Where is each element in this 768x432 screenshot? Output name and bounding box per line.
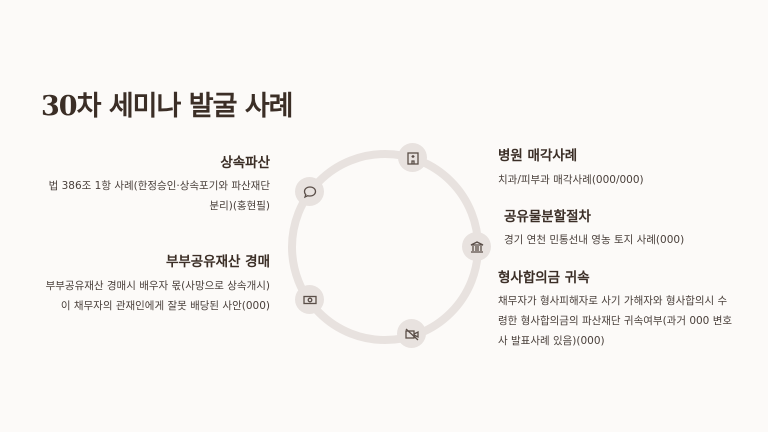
item-heading-settlement-money: 형사합의금 귀속 [498, 270, 590, 286]
item-body-settlement-money: 채무자가 형사피해자로 사기 가해자와 형사합의시 수령한 형사합의금의 파산재… [498, 295, 733, 347]
page-title: 30차 세미나 발굴 사례 [41, 91, 293, 122]
item-body-marital-property: 부부공유재산 경매시 배우자 몫(사망으로 상속개시)이 채무자의 관재인에게 … [45, 280, 270, 312]
bank-icon [462, 232, 491, 261]
item-heading-hospital-sale: 병원 매각사례 [498, 148, 578, 164]
item-heading-inheritance-bankruptcy: 상속파산 [220, 155, 270, 171]
chat-icon [295, 177, 324, 206]
camera-off-icon [397, 319, 426, 348]
money-icon [295, 285, 324, 314]
item-body-hospital-sale: 치과/피부과 매각사례(000/000) [498, 174, 644, 186]
item-heading-partition: 공유물분할절차 [504, 209, 591, 225]
hospital-icon [398, 143, 427, 172]
item-body-inheritance-bankruptcy: 법 386조 1항 사례(한정승인·상속포기와 파산재단 분리)(홍현필) [48, 180, 270, 212]
item-heading-marital-property: 부부공유재산 경매 [165, 254, 270, 270]
item-body-partition: 경기 연천 민통선내 영농 토지 사례(000) [504, 234, 685, 246]
